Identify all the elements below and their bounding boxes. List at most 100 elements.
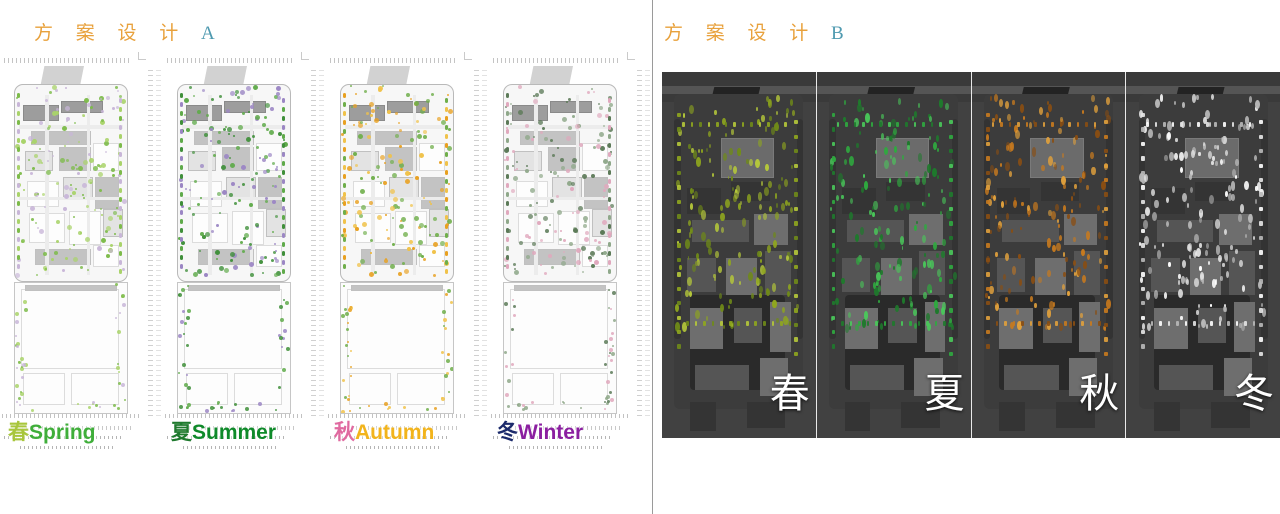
tree-symbol: [41, 162, 43, 164]
tree-symbol: [393, 197, 398, 202]
hedge-row: [754, 320, 758, 326]
tree-symbol: [985, 292, 988, 299]
tree-symbol: [1224, 253, 1228, 260]
hedge-row: [949, 308, 953, 313]
tree-symbol: [186, 344, 189, 347]
tree-symbol: [847, 311, 851, 318]
tree-symbol: [592, 255, 594, 257]
tree-symbol: [923, 170, 928, 178]
hedge-row: [343, 246, 346, 251]
hedge-row: [1258, 250, 1263, 255]
tree-symbol: [929, 260, 934, 269]
tree-symbol: [858, 131, 861, 135]
tree-symbol: [545, 229, 549, 233]
tree-symbol: [390, 160, 394, 164]
hedge-row: [1146, 122, 1149, 128]
tree-symbol: [697, 205, 703, 215]
tree-symbol: [434, 407, 437, 410]
hedge-row: [445, 151, 448, 157]
site-plan-sheet-autumn[interactable]: 秋Autumn: [326, 44, 489, 464]
site-plan-sheet-summer[interactable]: 夏Summer: [163, 44, 326, 464]
tree-symbol: [181, 205, 184, 208]
tree-symbol: [67, 225, 72, 230]
tree-symbol: [765, 163, 769, 172]
tree-symbol: [244, 233, 249, 238]
dark-site-plan-autumn[interactable]: 秋: [971, 72, 1127, 438]
hedge-row: [676, 272, 681, 277]
tree-symbol: [1205, 109, 1211, 120]
tree-symbol: [888, 178, 892, 184]
tree-symbol: [240, 241, 243, 244]
perimeter-strip: [1261, 119, 1268, 340]
hedge-row: [949, 250, 953, 255]
tree-symbol: [560, 230, 562, 232]
tree-symbol: [363, 231, 367, 235]
tree-symbol: [47, 127, 50, 130]
hedge-row: [1141, 127, 1145, 132]
tree-symbol: [540, 264, 542, 266]
tree-symbol: [1080, 312, 1083, 318]
dark-site-plan-spring[interactable]: 春: [662, 72, 817, 438]
tree-symbol: [187, 386, 191, 390]
circulation-road: [371, 95, 375, 275]
hedge-row: [686, 320, 689, 326]
tree-symbol: [1174, 152, 1178, 160]
tree-symbol: [424, 225, 427, 228]
tree-symbol: [83, 115, 85, 117]
hedge-row: [845, 122, 848, 128]
tree-symbol: [1239, 204, 1245, 213]
tree-symbol: [117, 215, 119, 217]
tree-symbol: [950, 159, 955, 167]
tree-symbol: [678, 265, 682, 271]
dark-site-plan-winter[interactable]: 冬: [1126, 72, 1280, 438]
tree-symbol: [1082, 109, 1085, 115]
tree-symbol: [871, 205, 874, 211]
building-footprint: [1056, 402, 1095, 428]
tree-symbol: [185, 188, 187, 190]
dark-site-plan-summer[interactable]: 夏: [816, 72, 972, 438]
hedge-row: [17, 219, 20, 224]
tree-symbol: [211, 98, 214, 101]
tree-symbol: [435, 233, 439, 237]
vertical-scale-ruler: [637, 70, 642, 420]
building-footprint: [1040, 182, 1080, 201]
site-plan-sheet-spring[interactable]: 春Spring: [0, 44, 163, 464]
site-plan-sheet-winter[interactable]: 冬Winter: [489, 44, 652, 464]
building-footprint: [31, 131, 91, 145]
hedge-row: [445, 268, 448, 274]
hedge-row: [506, 264, 509, 269]
hedge-row: [1258, 293, 1263, 299]
tree-symbol: [581, 246, 586, 251]
tree-symbol: [510, 103, 512, 105]
dimension-hatch: [330, 58, 456, 63]
tree-symbol: [775, 211, 780, 220]
tree-symbol: [179, 405, 183, 409]
tree-symbol: [600, 146, 605, 151]
tree-symbol: [604, 184, 609, 189]
tree-symbol: [115, 86, 118, 89]
tree-symbol: [213, 154, 216, 157]
hedge-row: [445, 223, 448, 229]
tree-symbol: [1150, 189, 1155, 197]
tree-symbol: [610, 308, 612, 310]
tree-symbol: [1058, 224, 1061, 228]
hedge-row: [1258, 322, 1263, 328]
tree-symbol: [1073, 237, 1076, 243]
tree-symbol: [1005, 161, 1010, 171]
tree-symbol: [92, 403, 94, 405]
hedge-row: [506, 219, 509, 224]
tree-symbol: [731, 176, 734, 181]
tree-symbol: [771, 127, 775, 136]
tree-symbol: [115, 283, 118, 286]
building-footprint: [524, 249, 580, 265]
tree-symbol: [1093, 104, 1098, 113]
upper-site-block: [340, 84, 454, 282]
building-footprint: [1079, 301, 1101, 353]
tree-symbol: [1106, 114, 1111, 124]
tree-symbol: [1219, 158, 1224, 166]
tree-symbol: [1086, 236, 1089, 241]
tree-symbol: [74, 122, 76, 124]
hedge-row: [1103, 279, 1108, 284]
tree-symbol: [121, 99, 126, 104]
tree-symbol: [589, 259, 592, 262]
